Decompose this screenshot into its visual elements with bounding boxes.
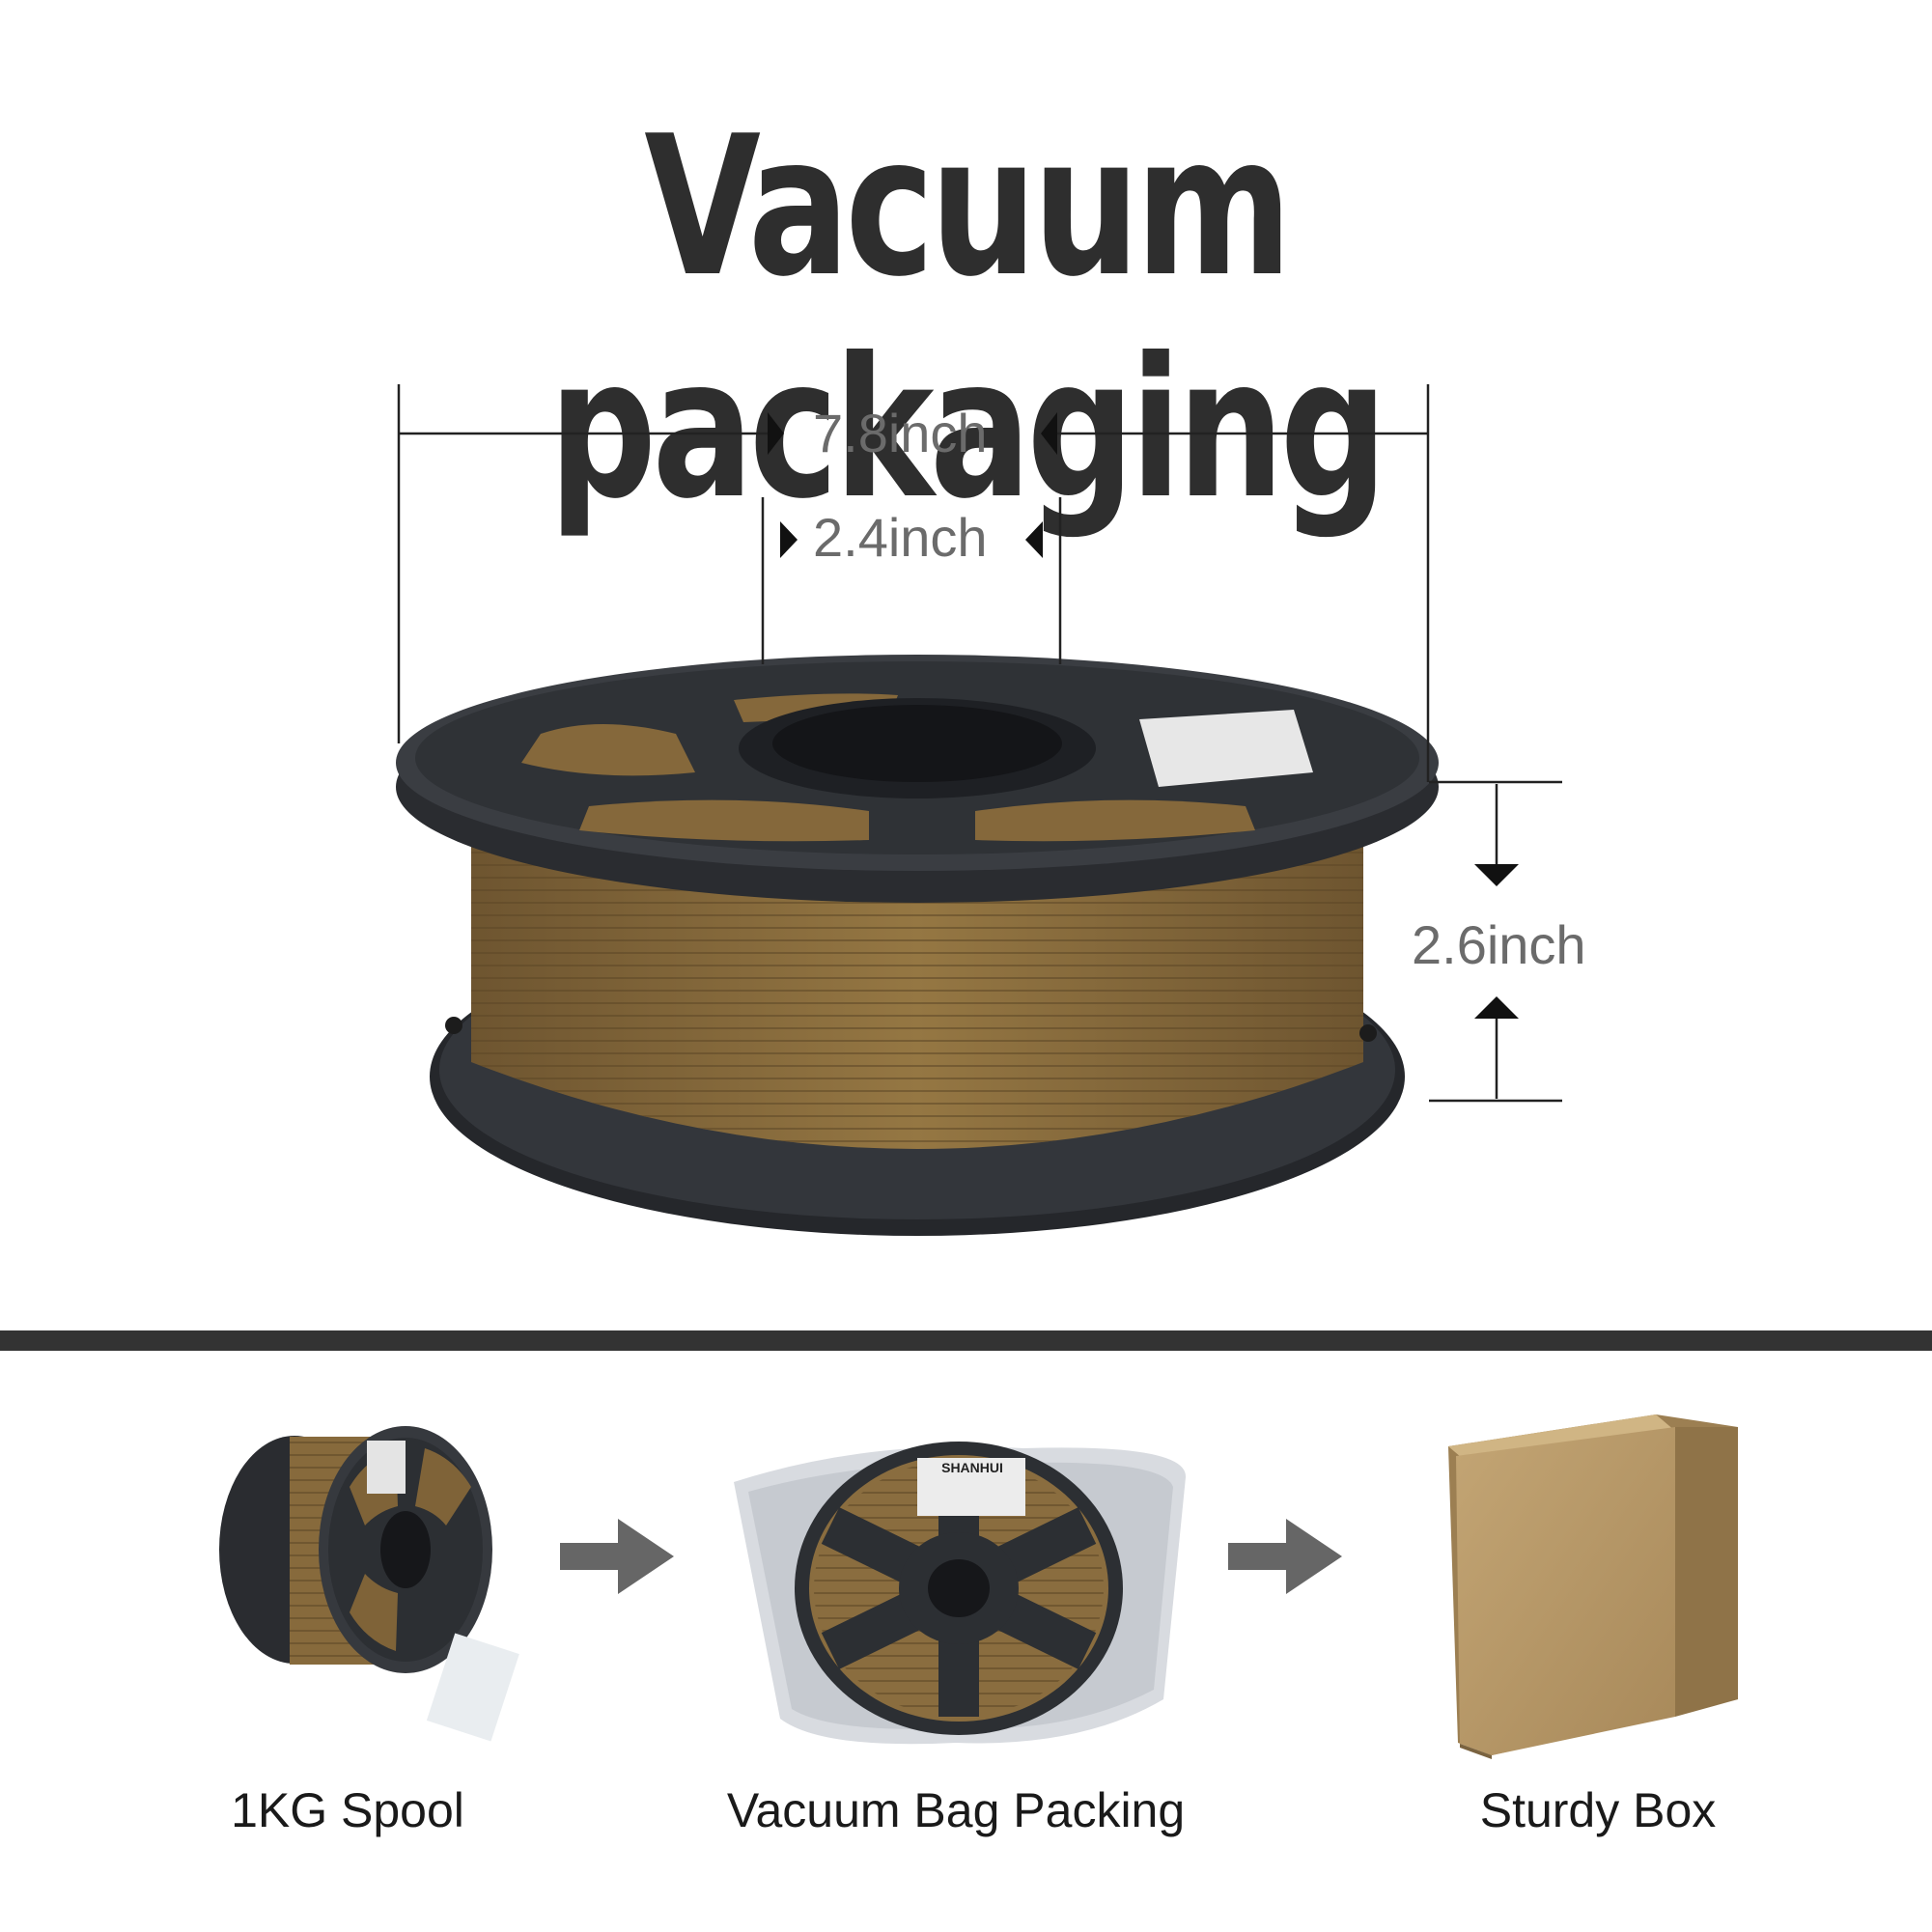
arrow-right-icon — [768, 412, 784, 455]
dimension-width — [1429, 780, 1562, 1103]
hub-diameter-label: 2.4inch — [813, 507, 988, 568]
vacuum-bagged-spool-image — [734, 1442, 1187, 1745]
spool-top-flange — [396, 655, 1439, 903]
page-title: Vacuum packaging — [548, 95, 1387, 542]
step-caption-vacuum-bag: Vacuum Bag Packing — [726, 1783, 1186, 1837]
filament-winding — [445, 826, 1377, 1149]
width-label: 2.6inch — [1412, 914, 1586, 975]
dimension-outer-diameter — [397, 384, 1430, 782]
cardboard-box-image — [1448, 1414, 1738, 1759]
outer-diameter-label: 7.8inch — [813, 403, 988, 463]
arrow-up-icon — [1474, 996, 1519, 1019]
flange-hole-icon — [1359, 1024, 1377, 1042]
arrow-left-icon — [1041, 412, 1057, 455]
arrow-left-icon — [1025, 521, 1043, 558]
arrow-right-icon — [780, 521, 798, 558]
dimension-hub-diameter — [761, 497, 1062, 664]
section-divider — [0, 1330, 1932, 1351]
arrow-right-icon — [560, 1519, 674, 1594]
arrow-right-icon — [1228, 1519, 1342, 1594]
desiccant-pack-icon — [426, 1633, 519, 1742]
step-caption-spool: 1KG Spool — [231, 1783, 464, 1837]
flange-hole-icon — [445, 1017, 462, 1034]
spool-with-desiccant-image — [219, 1426, 519, 1742]
arrow-down-icon — [1474, 864, 1519, 886]
step-caption-box: Sturdy Box — [1479, 1783, 1717, 1837]
brand-label: SHANHUI — [941, 1460, 1003, 1475]
